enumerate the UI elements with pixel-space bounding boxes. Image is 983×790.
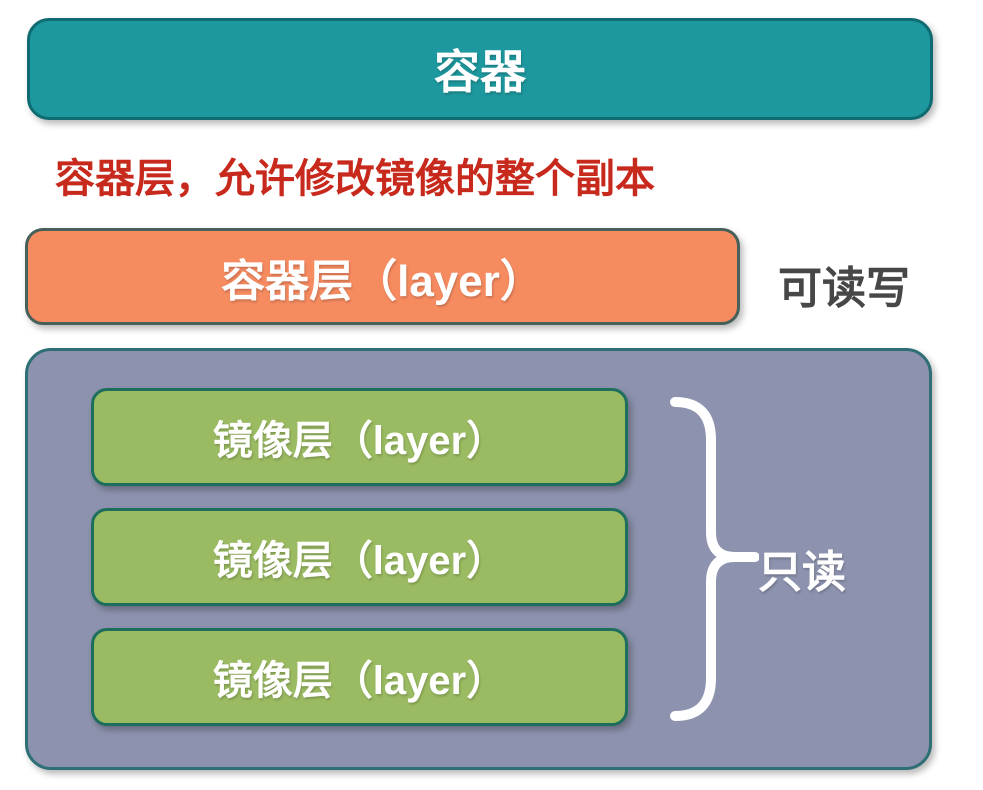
image-layer-box-label: 镜像层（layer） [212,659,507,703]
container-box-label: 容器 [434,46,526,98]
writable-annotation: 可读写 [778,264,910,313]
image-layer-box-label: 镜像层（layer） [212,539,507,583]
curly-brace-icon [670,397,759,721]
image-layer-box: 镜像层（layer） [91,388,628,486]
image-layers-group: 镜像层（layer） 镜像层（layer） 镜像层（layer） 只读 [25,348,932,770]
readonly-annotation: 只读 [758,548,846,597]
image-layer-box: 镜像层（layer） [91,508,628,606]
container-layer-box-label: 容器层（layer） [221,256,544,306]
container-layer-caption: 容器层，允许修改镜像的整个副本 [55,157,655,201]
container-layer-box: 容器层（layer） [25,228,740,325]
image-layer-box-label: 镜像层（layer） [212,419,507,463]
image-layer-box: 镜像层（layer） [91,628,628,726]
container-box: 容器 [27,18,933,120]
